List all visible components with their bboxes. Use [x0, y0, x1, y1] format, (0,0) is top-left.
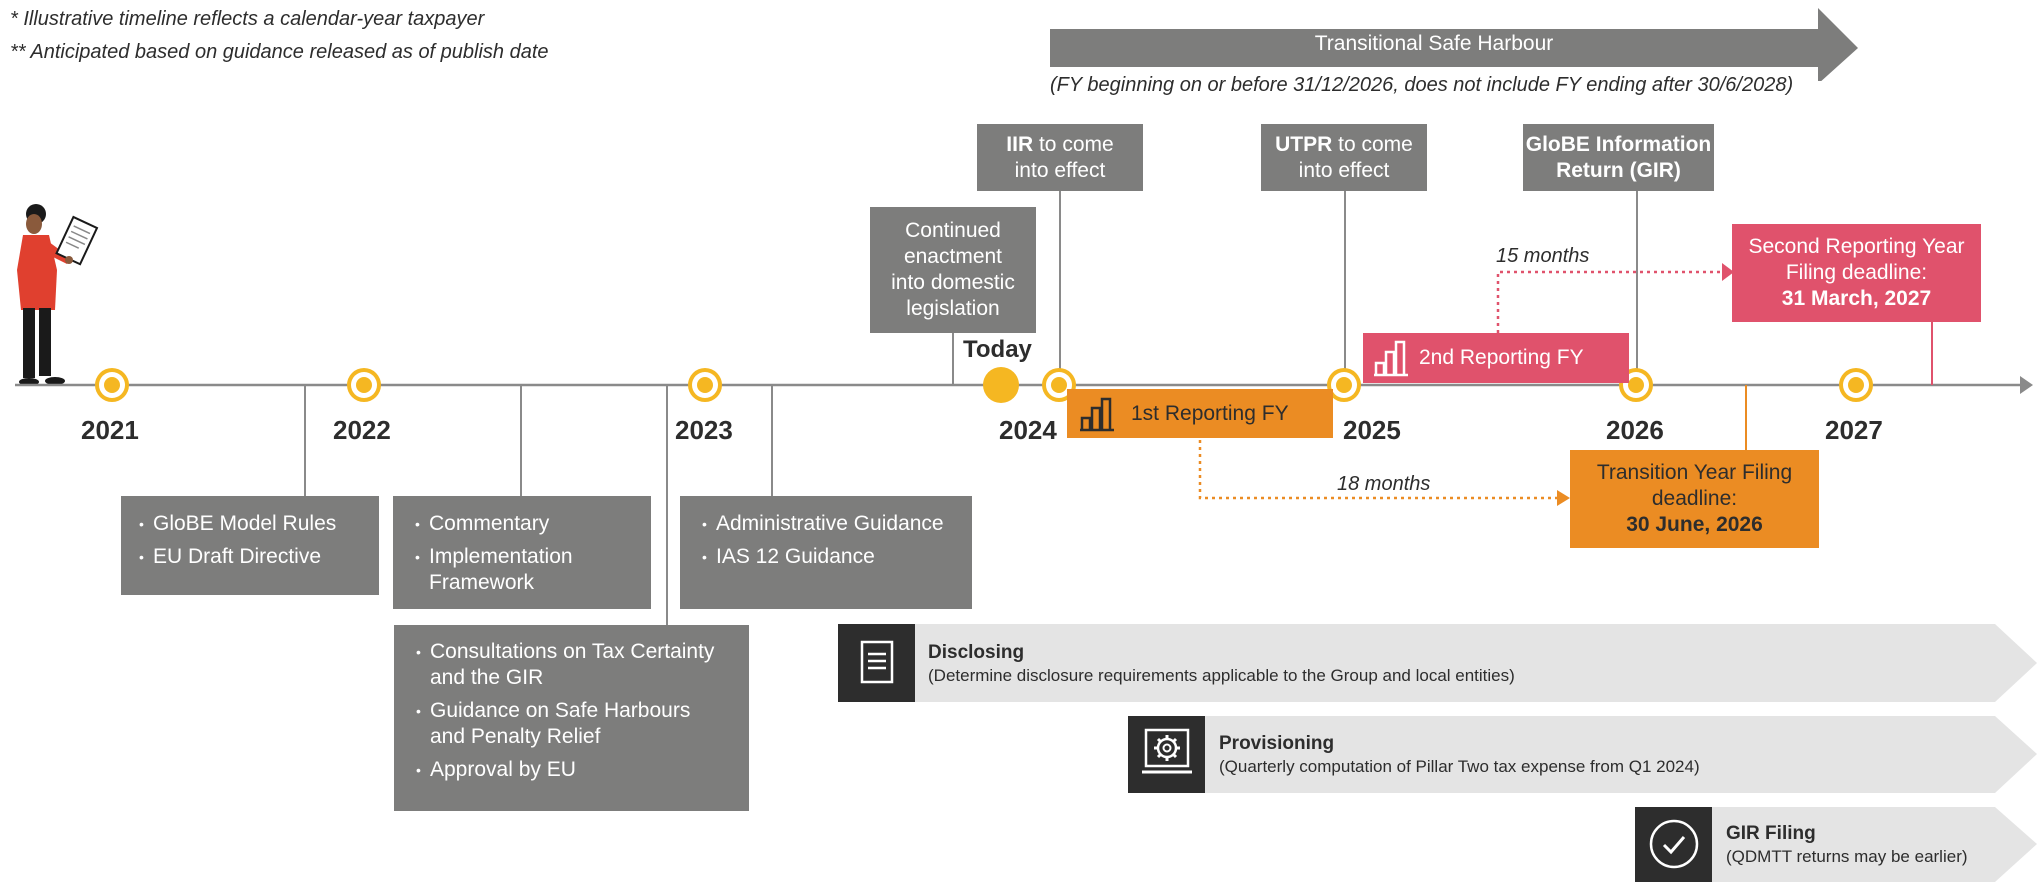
- connector-continued: [952, 330, 954, 385]
- footnote-calendar-year: * Illustrative timeline reflects a calen…: [10, 8, 485, 30]
- transition-deadline-line1: Transition Year Filing: [1596, 461, 1793, 484]
- guidance-box-2023: Administrative Guidance IAS 12 Guidance: [680, 496, 972, 609]
- iir-box: IIR to come into effect: [977, 124, 1143, 191]
- list-item: Guidance on Safe Harbours and Penalty Re…: [416, 698, 727, 750]
- utpr-rest: to come: [1332, 132, 1413, 156]
- continued-enactment-box: Continued enactment into domestic legisl…: [870, 207, 1036, 333]
- connector-transition-deadline: [1745, 385, 1747, 450]
- continued-line1: Continued: [905, 219, 1001, 242]
- gir-filing-subtitle: (QDMTT returns may be earlier): [1726, 847, 1968, 866]
- footnote-guidance: ** Anticipated based on guidance release…: [10, 41, 549, 63]
- disclosing-title: Disclosing: [928, 642, 1025, 663]
- list-item: GloBE Model Rules: [139, 511, 361, 537]
- provisioning-title: Provisioning: [1219, 733, 1335, 754]
- marker-2025: [1327, 368, 1361, 402]
- utpr-box: UTPR to come into effect: [1261, 124, 1427, 191]
- continued-line3: into domestic: [891, 271, 1015, 294]
- iir-line2: into effect: [1014, 158, 1106, 182]
- list-item: Implementation Framework: [415, 544, 629, 596]
- marker-today: [983, 367, 1019, 403]
- list-item: EU Draft Directive: [139, 544, 361, 570]
- gir-line1: GloBE Information: [1525, 132, 1712, 156]
- list-item: Administrative Guidance: [702, 511, 950, 537]
- marker-2023: [688, 368, 722, 402]
- year-label-2025: 2025: [1343, 415, 1401, 445]
- safe-harbour-subtitle: (FY beginning on or before 31/12/2026, d…: [1050, 74, 1794, 96]
- year-label-2024: 2024: [999, 415, 1057, 445]
- second-deadline-line2: Filing deadline:: [1785, 261, 1928, 284]
- guidance-box-consultations: Consultations on Tax Certainty and the G…: [394, 625, 749, 811]
- continued-line2: enactment: [903, 245, 1003, 268]
- transition-year-deadline-box: Transition Year Filing deadline: 30 June…: [1570, 450, 1819, 548]
- fifteen-months-connector: [1496, 263, 1734, 333]
- safe-harbour-label: Transitional Safe Harbour: [1314, 32, 1554, 55]
- gir-filing-title: GIR Filing: [1726, 823, 1816, 844]
- guidance-box-2022: Commentary Implementation Framework: [393, 496, 651, 609]
- year-label-2023: 2023: [675, 415, 733, 445]
- list-item: Approval by EU: [416, 757, 727, 783]
- year-label-2021: 2021: [81, 415, 139, 445]
- provisioning-band-shape: [1128, 716, 2037, 793]
- person-reading-illustration: [17, 204, 99, 386]
- safe-harbour-arrow: [1050, 8, 1858, 81]
- second-deadline-line1: Second Reporting Year: [1748, 235, 1965, 258]
- year-label-2027: 2027: [1825, 415, 1883, 445]
- fifteen-months-label: 15 months: [1496, 245, 1590, 267]
- connector-iir: [1059, 190, 1061, 385]
- marker-2022: [347, 368, 381, 402]
- utpr-line2: into effect: [1298, 158, 1390, 182]
- marker-2021: [95, 368, 129, 402]
- iir-rest: to come: [1033, 132, 1114, 156]
- bar-chart-icon: [1080, 397, 1114, 431]
- connector-gir: [1636, 190, 1638, 385]
- second-reporting-fy-label: 2nd Reporting FY: [1419, 346, 1584, 369]
- eighteen-months-connector: [1198, 440, 1570, 506]
- connector-consult-box: [666, 385, 668, 628]
- connector-2021-box: [304, 385, 306, 497]
- today-label: Today: [963, 336, 1032, 363]
- list-item: Commentary: [415, 511, 629, 537]
- document-icon: [860, 640, 894, 684]
- gir-filing-band-shape: [1635, 807, 2037, 882]
- second-year-deadline-box: Second Reporting Year Filing deadline: 3…: [1732, 224, 1981, 322]
- utpr-bold: UTPR: [1275, 132, 1333, 156]
- gir-box: GloBE Information Return (GIR): [1523, 124, 1714, 191]
- marker-2027: [1839, 368, 1873, 402]
- year-label-2022: 2022: [333, 415, 391, 445]
- list-item: IAS 12 Guidance: [702, 544, 950, 570]
- second-reporting-fy-bar: 2nd Reporting FY: [1363, 333, 1629, 383]
- gear-icon: [1142, 728, 1192, 774]
- disclosing-subtitle: (Determine disclosure requirements appli…: [928, 666, 1515, 685]
- disclosing-band-shape: [838, 624, 2037, 702]
- provisioning-subtitle: (Quarterly computation of Pillar Two tax…: [1219, 757, 1700, 776]
- first-reporting-fy-bar: 1st Reporting FY: [1067, 389, 1333, 438]
- transition-deadline-date: 30 June, 2026: [1626, 513, 1763, 536]
- bar-chart-icon: [1374, 340, 1408, 377]
- iir-bold: IIR: [1006, 132, 1034, 156]
- connector-utpr: [1344, 190, 1346, 385]
- connector-2022-box: [520, 385, 522, 497]
- connector-2023-box: [771, 385, 773, 497]
- first-reporting-fy-label: 1st Reporting FY: [1131, 401, 1289, 425]
- guidance-box-2021: GloBE Model Rules EU Draft Directive: [121, 496, 379, 595]
- year-markers: [95, 367, 1873, 403]
- second-deadline-date: 31 March, 2027: [1781, 287, 1932, 310]
- checkmark-icon: [1649, 819, 1699, 869]
- eighteen-months-label: 18 months: [1337, 473, 1431, 495]
- list-item: Consultations on Tax Certainty and the G…: [416, 639, 727, 691]
- continued-line4: legislation: [906, 297, 1000, 320]
- transition-deadline-line2: deadline:: [1651, 487, 1738, 510]
- connector-second-deadline: [1931, 322, 1933, 385]
- year-label-2026: 2026: [1606, 415, 1664, 445]
- gir-line2: Return (GIR): [1556, 158, 1681, 182]
